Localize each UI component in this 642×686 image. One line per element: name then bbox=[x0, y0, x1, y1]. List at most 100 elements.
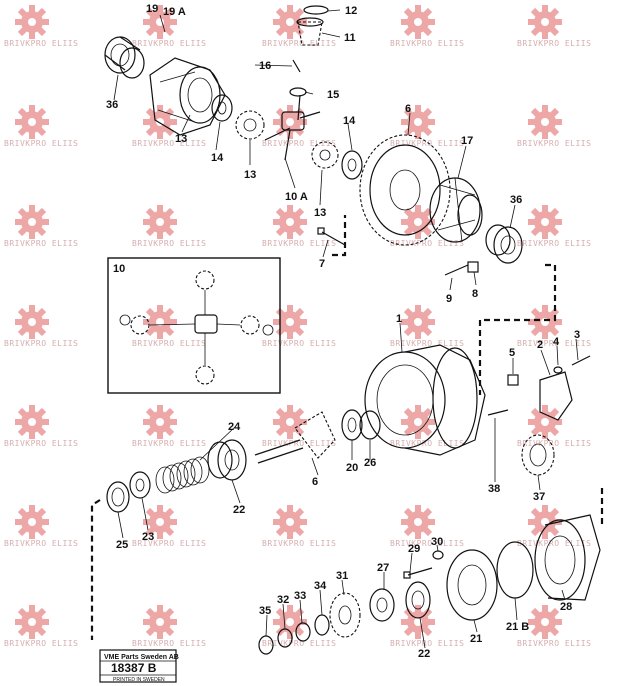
callout-26: 26 bbox=[364, 457, 376, 469]
callout-5: 5 bbox=[509, 347, 515, 359]
callout-32: 32 bbox=[277, 594, 289, 606]
watermark-text: BRIVKPRO ELIIS bbox=[390, 39, 464, 48]
housing-cover-21 bbox=[446, 549, 498, 621]
watermark-text: BRIVKPRO ELIIS bbox=[517, 539, 591, 548]
axle-housing-1 bbox=[364, 344, 486, 456]
watermark-tile: BRIVKPRO ELIIS bbox=[262, 105, 336, 148]
watermark-tile: BRIVKPRO ELIIS bbox=[4, 605, 78, 648]
watermark-text: BRIVKPRO ELIIS bbox=[517, 139, 591, 148]
callout-23: 23 bbox=[142, 531, 154, 543]
watermark-tile: BRIVKPRO ELIIS bbox=[390, 405, 464, 448]
watermark-tile: BRIVKPRO ELIIS bbox=[132, 5, 206, 48]
watermark-text: BRIVKPRO ELIIS bbox=[517, 639, 591, 648]
watermark-text: BRIVKPRO ELIIS bbox=[132, 239, 206, 248]
watermark-text: BRIVKPRO ELIIS bbox=[4, 39, 78, 48]
callout-3: 3 bbox=[574, 329, 580, 341]
flange-28 bbox=[534, 514, 601, 601]
watermark-gear-icon bbox=[528, 505, 562, 539]
callout-35: 35 bbox=[259, 605, 271, 617]
callout-22-upper: 22 bbox=[233, 504, 245, 516]
watermark-gear-icon bbox=[15, 5, 49, 39]
bearing-37 bbox=[521, 434, 555, 476]
callout-8: 8 bbox=[472, 288, 478, 300]
watermark-text: BRIVKPRO ELIIS bbox=[390, 439, 464, 448]
watermark-text: BRIVKPRO ELIIS bbox=[262, 339, 336, 348]
watermark-tile: BRIVKPRO ELIIS bbox=[262, 405, 336, 448]
callout-13-mid: 13 bbox=[244, 169, 256, 181]
inset-box-10 bbox=[107, 257, 281, 394]
callout-34: 34 bbox=[314, 580, 327, 592]
watermark-gear-icon bbox=[143, 205, 177, 239]
callout-13-left: 13 bbox=[175, 133, 187, 145]
watermark-text: BRIVKPRO ELIIS bbox=[4, 339, 78, 348]
watermark-text: BRIVKPRO ELIIS bbox=[390, 339, 464, 348]
nut-33 bbox=[295, 622, 311, 642]
callout-1: 1 bbox=[396, 313, 402, 325]
watermark-tile: BRIVKPRO ELIIS bbox=[517, 605, 591, 648]
watermark-gear-icon bbox=[273, 405, 307, 439]
watermark-tile: BRIVKPRO ELIIS bbox=[390, 505, 464, 548]
callout-20: 20 bbox=[346, 462, 358, 474]
callout-12: 12 bbox=[345, 5, 357, 17]
watermark-gear-icon bbox=[528, 205, 562, 239]
watermark-tile: BRIVKPRO ELIIS bbox=[390, 5, 464, 48]
watermark-gear-icon bbox=[528, 305, 562, 339]
connection-lines bbox=[90, 215, 604, 640]
callout-10-inset: 10 bbox=[113, 263, 125, 275]
watermark-gear-icon bbox=[401, 505, 435, 539]
pin-16 bbox=[292, 59, 301, 73]
stamp-company: VME Parts Sweden AB bbox=[104, 654, 179, 661]
bearing-27 bbox=[369, 588, 395, 622]
bearing-22-lower bbox=[405, 581, 431, 619]
watermark-text: BRIVKPRO ELIIS bbox=[262, 239, 336, 248]
watermark-tile: BRIVKPRO ELIIS bbox=[262, 605, 336, 648]
watermark-tile: BRIVKPRO ELIIS bbox=[132, 605, 206, 648]
shim-pack-24 bbox=[155, 456, 210, 494]
watermark-text: BRIVKPRO ELIIS bbox=[4, 439, 78, 448]
pinion-gear-13-lower bbox=[311, 141, 339, 169]
leader-lines bbox=[113, 9, 579, 649]
watermark-text: BRIVKPRO ELIIS bbox=[262, 639, 336, 648]
watermark-text: BRIVKPRO ELIIS bbox=[132, 539, 206, 548]
watermark-gear-icon bbox=[143, 405, 177, 439]
watermark-tile: BRIVKPRO ELIIS bbox=[4, 5, 78, 48]
watermark-layer: BRIVKPRO ELIIS BRIVKPRO ELIIS BRIVKPRO ELI… bbox=[4, 5, 591, 648]
watermark-gear-icon bbox=[528, 5, 562, 39]
washer-15 bbox=[289, 87, 307, 97]
watermark-tile: BRIVKPRO ELIIS bbox=[4, 405, 78, 448]
callout-10a: 10 A bbox=[285, 191, 308, 203]
callout-16: 16 bbox=[259, 60, 271, 72]
watermark-text: BRIVKPRO ELIIS bbox=[4, 639, 78, 648]
lock-plate-9 bbox=[444, 264, 469, 276]
watermark-gear-icon bbox=[143, 505, 177, 539]
watermark-tile: BRIVKPRO ELIIS bbox=[517, 5, 591, 48]
watermark-text: BRIVKPRO ELIIS bbox=[132, 339, 206, 348]
crown-wheel-6 bbox=[359, 134, 451, 246]
watermark-text: BRIVKPRO ELIIS bbox=[262, 39, 336, 48]
watermark-tile: BRIVKPRO ELIIS bbox=[517, 505, 591, 548]
washer-34 bbox=[314, 614, 330, 636]
watermark-gear-icon bbox=[273, 305, 307, 339]
watermark-text: BRIVKPRO ELIIS bbox=[390, 239, 464, 248]
callout-13-right: 13 bbox=[314, 207, 326, 219]
watermark-gear-icon bbox=[401, 305, 435, 339]
watermark-text: BRIVKPRO ELIIS bbox=[517, 39, 591, 48]
watermark-gear-icon bbox=[401, 605, 435, 639]
callout-27: 27 bbox=[377, 562, 389, 574]
drive-pinion-6 bbox=[254, 411, 336, 464]
bolt-29 bbox=[403, 567, 433, 579]
watermark-tile: BRIVKPRO ELIIS bbox=[517, 305, 591, 348]
watermark-tile: BRIVKPRO ELIIS bbox=[262, 505, 336, 548]
watermark-text: BRIVKPRO ELIIS bbox=[132, 39, 206, 48]
bolt-7 bbox=[317, 227, 346, 246]
watermark-text: BRIVKPRO ELIIS bbox=[262, 439, 336, 448]
watermark-tile: BRIVKPRO ELIIS bbox=[4, 505, 78, 548]
differential-case-17 bbox=[429, 177, 483, 243]
callout-17: 17 bbox=[461, 135, 473, 147]
watermark-gear-icon bbox=[143, 5, 177, 39]
watermark-gear-icon bbox=[143, 605, 177, 639]
callout-6-upper: 6 bbox=[405, 103, 411, 115]
watermark-gear-icon bbox=[143, 305, 177, 339]
watermark-text: BRIVKPRO ELIIS bbox=[132, 639, 206, 648]
